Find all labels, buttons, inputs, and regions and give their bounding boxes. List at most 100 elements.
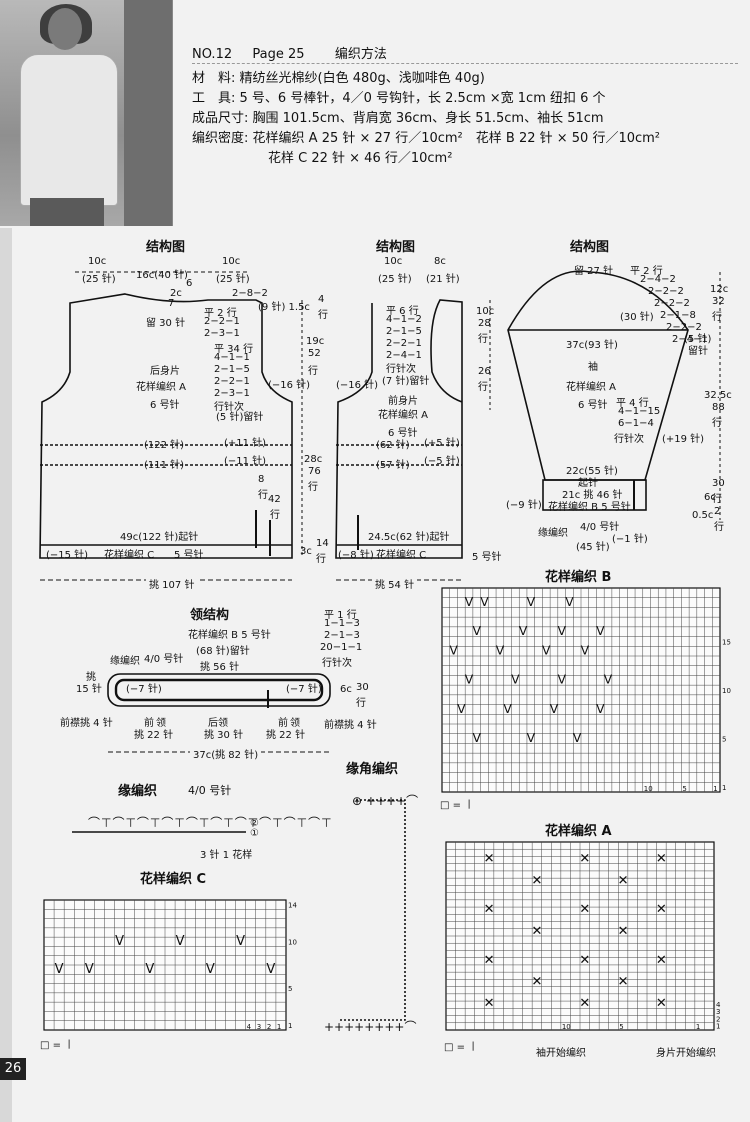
front-name: 前身片 <box>388 396 418 407</box>
gauge-row-2: 花样 C 22 针 × 46 行／10cm² <box>192 149 660 169</box>
sleeve-inc-1: 平 4 行 <box>616 398 649 409</box>
back-struct-title: 结构图 <box>146 240 186 255</box>
back-name: 后身片 <box>150 366 180 377</box>
front-armhole-rows-unit: 行 <box>478 382 488 393</box>
collar-keep: (68 针)留针 <box>196 646 250 657</box>
back-body-height: 28c <box>304 454 323 465</box>
materials-row: 材 料: 精纺丝光棉纱(白色 480g、浅咖啡色 40g) <box>192 69 660 89</box>
back-dec-11: (−11 针) <box>224 456 267 467</box>
collar-edge-needle: 4/0 号针 <box>144 654 184 665</box>
collar-dec-right: (−7 针) <box>286 684 322 695</box>
sleeve-cuff-pattern: 花样编织 B 5 号针 <box>548 502 631 513</box>
chart-a-sleeve-start: 袖开始编织 <box>536 1048 586 1059</box>
back-body-rows: 76 <box>308 466 321 477</box>
sleeve-cap-rows: 32 <box>712 296 725 307</box>
chart-a-stitch-symbol: ✕ <box>656 996 667 1011</box>
chart-b-stitch-symbol: V <box>519 624 528 638</box>
chart-c-row-label: 14 <box>288 901 297 909</box>
collar-width: 37c(挑 82 针) <box>190 746 262 761</box>
chart-b-stitch-symbol: V <box>604 673 613 687</box>
sleeve-outline <box>507 270 689 481</box>
chart-b-stitch-symbol: V <box>480 595 489 609</box>
page-number: 26 <box>0 1058 26 1080</box>
chart-c-col-label: 2 <box>267 1023 271 1031</box>
back-piece-outline <box>39 293 293 559</box>
chart-b-title: 花样编织 B <box>545 570 612 585</box>
chart-a-stitch-symbol: ✕ <box>484 852 495 867</box>
front-dec-5: (−5 针) <box>424 456 460 467</box>
edge-stitches: ⌒⊤⌒⊤⌒⊤⌒⊤⌒⊤⌒⊤⌒⊤⌒⊤⌒⊤⌒⊤ <box>88 816 333 830</box>
chart-b-stitch-symbol: V <box>596 702 605 716</box>
back-hem-rows: 14 <box>316 538 329 549</box>
sleeve-name: 袖 <box>588 362 598 373</box>
chart-b-stitch-symbol: V <box>542 644 551 658</box>
sleeve-dec-9: (−9 针) <box>506 500 542 511</box>
tools-value: 5 号、6 号棒针，4／0 号钩针，长 2.5cm ×宽 1cm 纽扣 6 个 <box>239 91 606 106</box>
chart-c-stitch-symbol: V <box>236 934 245 949</box>
gauge-value-2: 花样 C 22 针 × 46 行／10cm² <box>268 151 453 166</box>
chart-b-stitch-symbol: V <box>496 644 505 658</box>
sleeve-edge-rows: 2 <box>714 506 721 517</box>
collar-shape-5: 行针次 <box>322 658 352 669</box>
back-side-rows-42: 42 <box>268 494 281 505</box>
collar-edge: 缘编织 <box>110 656 140 667</box>
back-hem-height: 3c <box>300 546 312 557</box>
collar-shape-1: 平 1 行 <box>324 610 357 621</box>
chart-a-stitch-symbol: ✕ <box>531 873 542 888</box>
back-neck-width: 16c(40 针) <box>136 270 188 281</box>
sleeve-inc-2: 4−1−15 <box>618 406 661 417</box>
collar-neck-left-pick: 挑 22 针 <box>134 730 174 741</box>
chart-a-stitch-symbol: ✕ <box>579 953 590 968</box>
sleeve-cast-on-label: 起针 <box>578 478 598 489</box>
collar-back-pick: 挑 30 针 <box>204 730 244 741</box>
chart-b-stitch-symbol: V <box>557 673 566 687</box>
sleeve-width: 37c(93 针) <box>566 340 618 351</box>
back-dec-5: 4−1−1 <box>214 352 250 363</box>
collar-neck-left-b: 领 <box>156 718 166 729</box>
back-armhole-dec: (−16 针) <box>268 380 311 391</box>
collar-neck-left-a: 前 <box>144 718 154 729</box>
sleeve-edge-needle: 4/0 号针 <box>580 522 620 533</box>
collar-shape-3: 2−1−3 <box>324 630 360 641</box>
chart-a-col-label: 1 <box>696 1023 700 1031</box>
corner-title: 缘角编织 <box>346 762 399 777</box>
sleeve-dec-7: 2−4−1 <box>672 334 708 345</box>
chart-c-row-label: 5 <box>288 985 292 993</box>
back-body-rows-unit: 行 <box>308 482 318 493</box>
pattern-header: NO.12 Page 25 编织方法 材 料: 精纺丝光棉纱(白色 480g、浅… <box>192 45 738 169</box>
gauge-label: 编织密度: <box>192 131 249 146</box>
front-neck-sts: (21 针) <box>426 274 460 285</box>
chart-a-stitch-symbol: ✕ <box>618 975 629 990</box>
collar-height: 6c <box>340 684 352 695</box>
collar-dec-left: (−7 针) <box>126 684 162 695</box>
collar-pick-15-b: 15 针 <box>76 684 102 695</box>
chart-c-row-label: 1 <box>288 1022 292 1030</box>
collar-rows-unit: 行 <box>356 698 366 709</box>
back-armhole-rows-unit: 行 <box>308 366 318 377</box>
chart-a-stitch-symbol: ✕ <box>484 996 495 1011</box>
back-pattern: 花样编织 A <box>136 382 187 393</box>
photo-face <box>48 8 82 50</box>
chart-a-stitch-symbol: ✕ <box>531 924 542 939</box>
collar-neck-right-pick: 挑 22 针 <box>266 730 306 741</box>
chart-b-stitch-symbol: V <box>565 595 574 609</box>
collar-shape-4: 20−1−1 <box>320 642 363 653</box>
sleeve-body-height: 32.5c <box>704 390 732 401</box>
back-cast-on: 49c(122 针)起针 <box>120 532 199 543</box>
edge-row-1: ① <box>250 828 259 839</box>
sleeve-cuff-rows-unit: 行 <box>712 494 722 505</box>
sleeve-cuff-outline <box>542 479 647 511</box>
front-dec-5: 2−4−1 <box>386 350 422 361</box>
front-inc-5: (+5 针) <box>424 438 460 449</box>
gauge-row: 编织密度: 花样编织 A 25 针 × 27 行／10cm² 花样 B 22 针… <box>192 129 660 149</box>
collar-neck-right-a: 前 <box>278 718 288 729</box>
back-inc-11: (+11 针) <box>224 438 267 449</box>
sleeve-inc-3: 6−1−4 <box>618 418 654 429</box>
pattern-number: NO.12 <box>192 47 233 62</box>
front-sts-62: (62 针) <box>376 440 410 451</box>
chart-b-col-label: 10 <box>644 785 653 793</box>
back-dec-7: 2−2−1 <box>214 376 250 387</box>
back-shoulder-width-r: 10c <box>222 256 241 267</box>
edge-repeat-note: 3 针 1 花样 <box>200 850 253 861</box>
